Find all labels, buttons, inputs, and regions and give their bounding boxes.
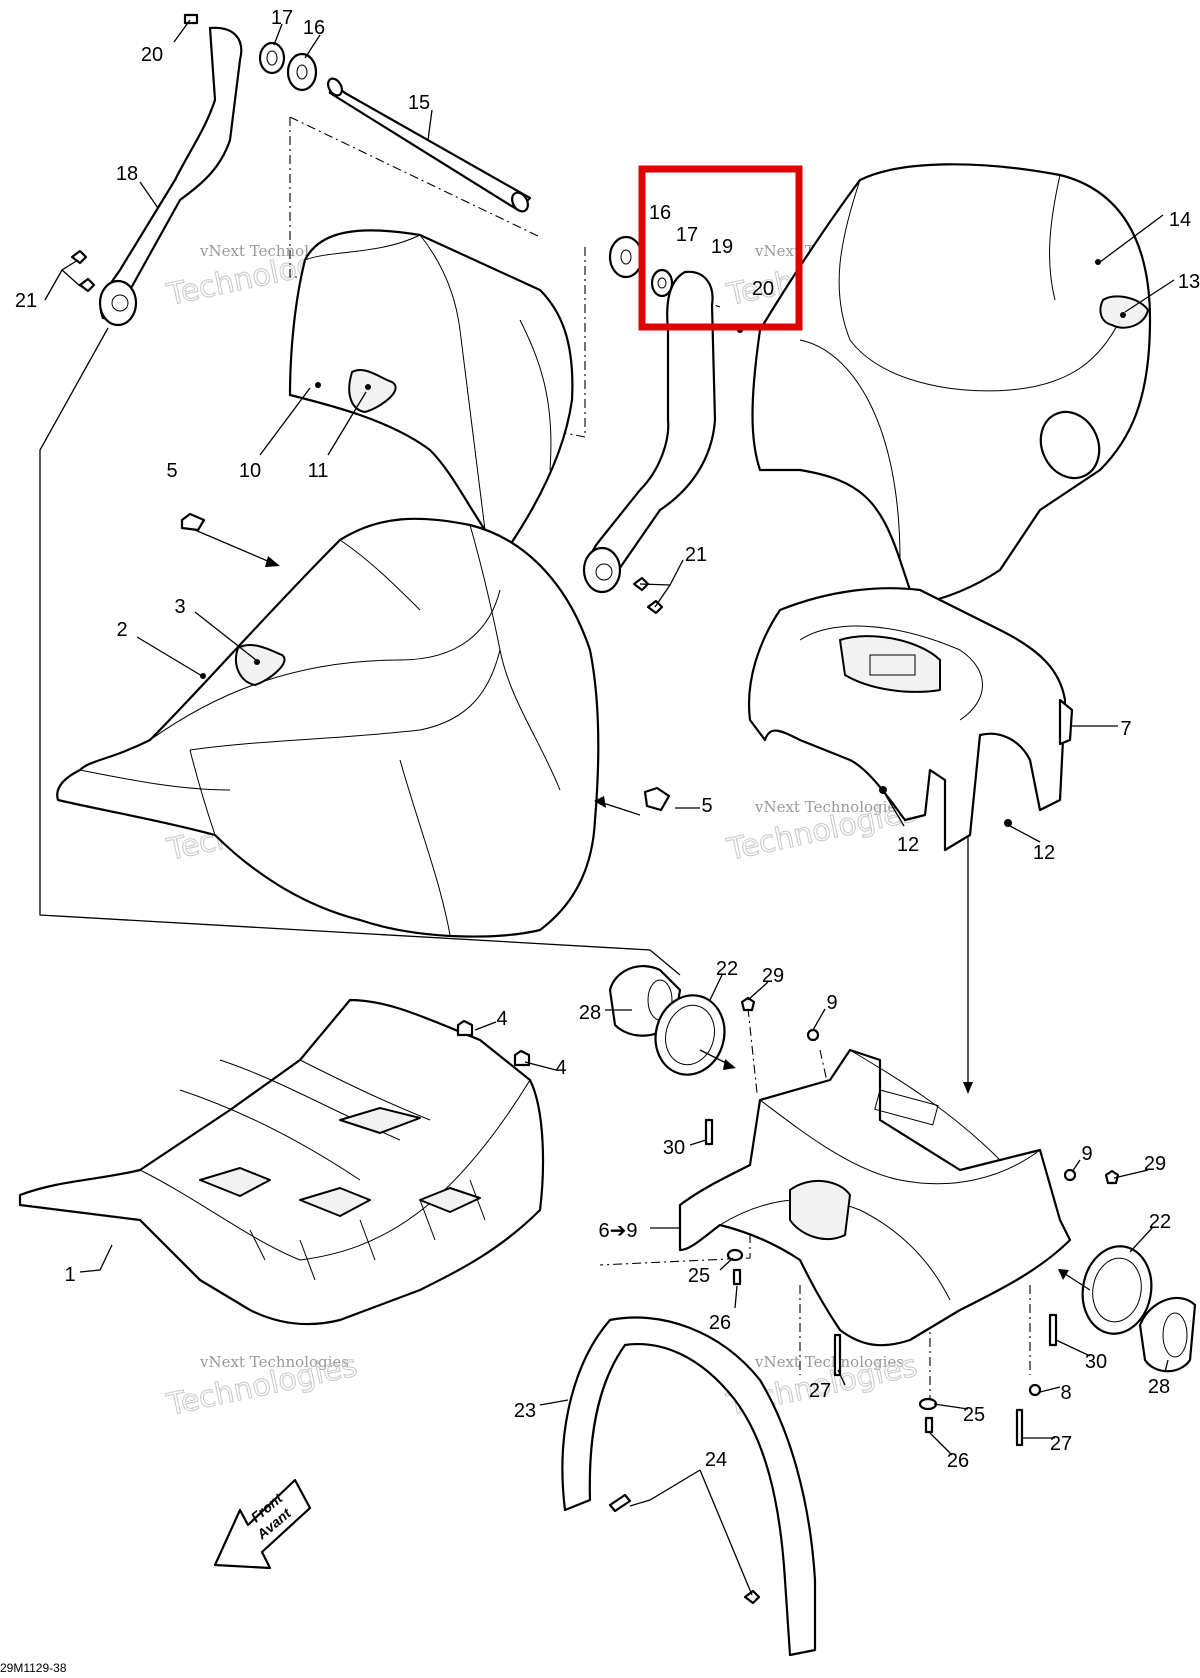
callout-c20a: 20: [141, 44, 163, 66]
callout-c16a: 16: [303, 17, 325, 39]
callout-c25a: 25: [688, 1265, 710, 1287]
callout-c26a: 26: [709, 1312, 731, 1334]
callout-c4b: 4: [555, 1057, 566, 1079]
part-28-22-rings-top: [608, 965, 726, 1076]
callout-c1: 1: [64, 1264, 75, 1286]
callout-c14: 14: [1169, 209, 1191, 231]
part-15-shaft: [327, 77, 532, 213]
fasteners: [704, 996, 1120, 1447]
callout-c21a: 21: [15, 290, 37, 312]
callout-c20b: 20: [752, 278, 774, 300]
part-14-backrest-right: [751, 163, 1152, 607]
front-arrow: Front Avant: [213, 1478, 312, 1570]
callout-c27b: 27: [1050, 1433, 1072, 1455]
callout-c25b: 25: [963, 1404, 985, 1426]
callout-c7: 7: [1120, 718, 1131, 740]
callout-c27a: 27: [809, 1380, 831, 1402]
callout-c29b: 29: [1144, 1153, 1166, 1175]
part-2-seat: [56, 517, 600, 938]
part-7-seat-base: [748, 587, 1074, 852]
watermark-text: vNext Technologies: [754, 1353, 904, 1371]
callout-c5b: 5: [701, 795, 712, 817]
callout-c22b: 22: [1149, 1211, 1171, 1233]
callout-c17a: 17: [271, 7, 293, 29]
washers-left: [258, 41, 318, 92]
callout-c30b: 30: [1085, 1351, 1107, 1373]
part-18-arm: [70, 13, 243, 327]
callout-c29a: 29: [762, 965, 784, 987]
callout-c12a: 12: [897, 834, 919, 856]
part-10-backrest-cushion: [288, 229, 574, 547]
callout-c3: 3: [174, 596, 185, 618]
callout-c28b: 28: [1148, 1376, 1170, 1398]
callout-c15: 15: [408, 92, 430, 114]
callout-c22a: 22: [716, 958, 738, 980]
part-1-storage: [18, 998, 545, 1326]
watermark-text: vNext Technologies: [754, 798, 904, 816]
callout-c19: 19: [711, 236, 733, 258]
callout-c18: 18: [116, 163, 138, 185]
watermark-text: vNext Technologies: [199, 1353, 349, 1371]
highlight-box: [638, 165, 803, 331]
callout-c30a: 30: [663, 1137, 685, 1159]
callout-c5a: 5: [166, 460, 177, 482]
drawing-code: 29M1129-38: [0, 1661, 67, 1675]
callout-c11: 11: [308, 460, 329, 482]
callout-c24: 24: [705, 1449, 727, 1471]
callout-c26b: 26: [947, 1450, 969, 1472]
callout-c17b: 17: [676, 224, 698, 246]
callout-c9a: 9: [826, 992, 837, 1014]
callout-c10: 10: [239, 460, 261, 482]
callout-c16b: 16: [649, 202, 671, 224]
leader-lines: [44, 19, 1175, 1596]
callout-c2: 2: [116, 619, 127, 641]
part-23-strap: [561, 1316, 817, 1657]
part-22-28-rings-right: [1081, 1245, 1197, 1373]
part-6-frame: [678, 1048, 1072, 1347]
callout-c4a: 4: [496, 1008, 507, 1030]
callout-c23: 23: [514, 1400, 536, 1422]
callout-c8: 8: [1060, 1382, 1071, 1404]
part-5-clips: [180, 512, 671, 812]
callout-c12b: 12: [1033, 842, 1055, 864]
callout-c9b: 9: [1081, 1143, 1092, 1165]
callout-c28a: 28: [579, 1002, 601, 1024]
callout-c21b: 21: [685, 544, 707, 566]
callout-c6: 6➔9: [598, 1220, 637, 1242]
callout-c13: 13: [1178, 271, 1200, 293]
